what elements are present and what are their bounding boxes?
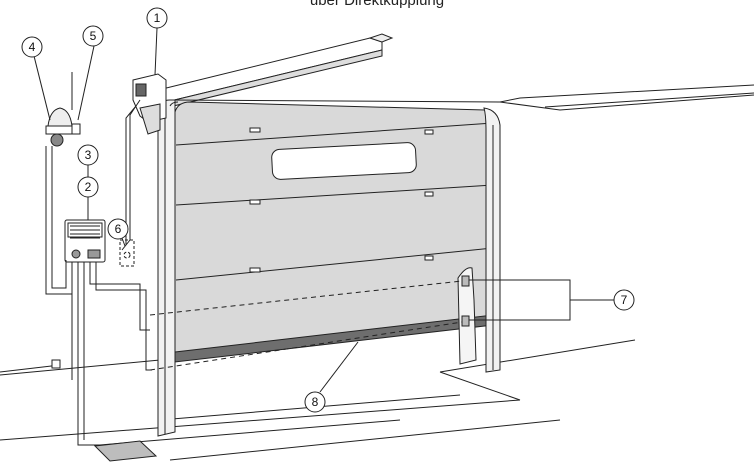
operator-motor (132, 73, 167, 135)
callout-5: 5 (82, 25, 104, 47)
svg-text:3: 3 (85, 148, 92, 162)
photocell-post (457, 267, 477, 365)
junction-box (51, 359, 61, 369)
callout-2: 2 (77, 176, 99, 198)
control-unit (64, 219, 106, 263)
callout-6: 6 (107, 218, 129, 240)
garage-top-frame (169, 84, 754, 111)
svg-text:7: 7 (621, 293, 628, 307)
floor-contact-mat (93, 440, 158, 462)
left-frame (157, 99, 179, 437)
callout-leaders (33, 27, 614, 393)
ceiling-rail (148, 33, 394, 109)
svg-text:5: 5 (90, 29, 97, 43)
callout-3: 3 (77, 144, 99, 166)
svg-text:2: 2 (85, 180, 92, 194)
warning-lamp (45, 72, 81, 147)
callout-1: 1 (146, 7, 168, 29)
wiring (0, 99, 152, 446)
svg-text:1: 1 (154, 11, 161, 25)
floor-lines (0, 339, 636, 461)
svg-text:8: 8 (312, 395, 319, 409)
callout-7: 7 (613, 289, 635, 311)
door-panel (174, 101, 496, 363)
callout-4: 4 (21, 36, 43, 58)
diagram-caption: über Direktkupplung (309, 0, 445, 9)
svg-text:6: 6 (115, 222, 122, 236)
photocell-beams (149, 280, 463, 371)
callout-8: 8 (304, 391, 326, 413)
right-frame (483, 107, 501, 373)
svg-text:4: 4 (29, 40, 36, 54)
key-switch (119, 239, 135, 267)
